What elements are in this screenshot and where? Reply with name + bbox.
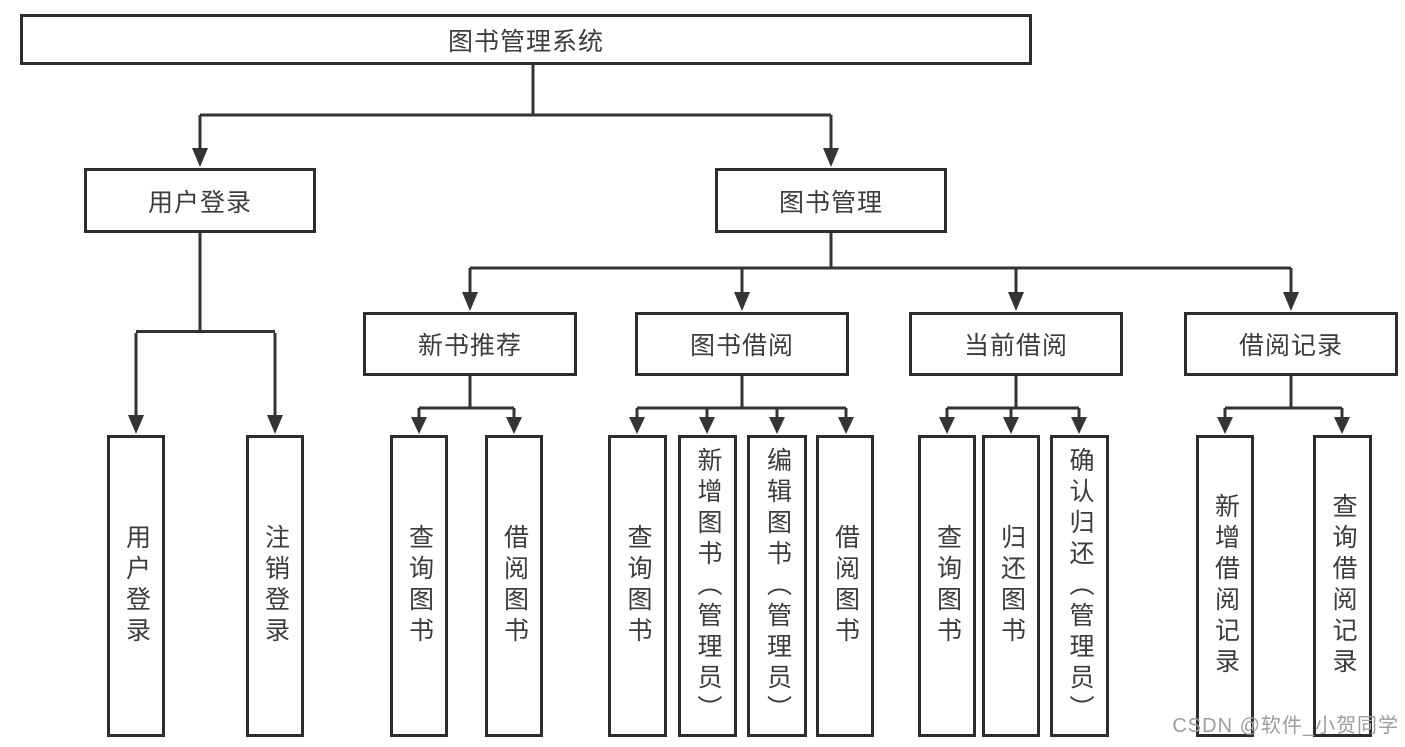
node-label: 借阅图书 xyxy=(831,524,860,648)
node-label: 编辑图书（管理员） xyxy=(763,446,792,726)
node-label: 当前借阅 xyxy=(963,332,1068,360)
leaf-bb-add-books-admin: 新增图书（管理员） xyxy=(678,435,737,737)
node-label: 借阅记录 xyxy=(1238,332,1343,360)
connector-current-borrow-children xyxy=(939,376,1087,434)
node-label: 新增图书（管理员） xyxy=(694,446,722,726)
arrowhead xyxy=(699,417,715,434)
node-borrow-records: 借阅记录 xyxy=(1184,312,1398,376)
leaf-logout: 注销登录 xyxy=(246,435,304,737)
connector-borrow-record-children xyxy=(1217,376,1350,434)
node-book-borrow: 图书借阅 xyxy=(635,312,849,376)
leaf-br-query-record: 查询借阅记录 xyxy=(1313,435,1372,737)
leaf-user-login: 用户登录 xyxy=(107,435,165,737)
csdn-watermark: CSDN @软件_小贺同学 xyxy=(1172,715,1399,737)
leaf-cb-query-books: 查询图书 xyxy=(918,435,976,737)
arrowhead xyxy=(838,417,854,434)
node-current-borrow: 当前借阅 xyxy=(909,312,1123,376)
leaf-cb-confirm-return-admin: 确认归还（管理员） xyxy=(1050,435,1109,737)
node-label: 用户登录 xyxy=(147,188,252,217)
arrowhead xyxy=(1008,292,1024,311)
arrowhead xyxy=(192,148,208,167)
arrowhead xyxy=(411,417,427,434)
node-label: 查询图书 xyxy=(933,524,962,648)
node-label: 查询借阅记录 xyxy=(1329,493,1357,679)
connector-book-management-modules xyxy=(462,233,1299,311)
arrowhead xyxy=(769,417,785,434)
node-label: 图书借阅 xyxy=(689,332,794,360)
arrowhead xyxy=(1071,417,1087,434)
node-label: 查询图书 xyxy=(624,524,652,648)
node-label: 用户登录 xyxy=(122,524,151,648)
connector-user-login-children xyxy=(128,233,283,434)
arrowhead xyxy=(462,292,478,311)
arrowhead xyxy=(629,417,645,434)
leaf-bb-borrow-books: 借阅图书 xyxy=(816,435,874,737)
connector-new-book-children xyxy=(411,376,522,434)
arrowhead xyxy=(128,415,144,434)
node-label: 新增借阅记录 xyxy=(1211,493,1240,679)
node-label: 归还图书 xyxy=(997,524,1026,648)
node-label: 查询图书 xyxy=(405,524,434,648)
node-label: 借阅图书 xyxy=(500,524,529,648)
leaf-bb-query-books: 查询图书 xyxy=(608,435,667,737)
arrowhead xyxy=(1334,417,1350,434)
arrowhead xyxy=(1283,292,1299,311)
arrowhead xyxy=(734,292,750,311)
node-label: 注销登录 xyxy=(261,524,290,648)
leaf-cb-return-books: 归还图书 xyxy=(982,435,1040,737)
node-new-book-recommend: 新书推荐 xyxy=(363,312,577,376)
node-label: 新书推荐 xyxy=(417,332,522,360)
node-label: 图书管理系统 xyxy=(447,27,604,56)
leaf-nbr-query-books: 查询图书 xyxy=(390,435,448,737)
node-label: 图书管理 xyxy=(778,188,883,217)
arrowhead xyxy=(939,417,955,434)
arrowhead xyxy=(267,415,283,434)
node-book-management: 图书管理 xyxy=(715,168,947,233)
node-root: 图书管理系统 xyxy=(20,14,1032,65)
leaf-nbr-borrow-books: 借阅图书 xyxy=(485,435,543,737)
arrowhead xyxy=(1003,417,1019,434)
arrowhead xyxy=(823,148,839,167)
leaf-br-add-record: 新增借阅记录 xyxy=(1196,435,1254,737)
node-user-login: 用户登录 xyxy=(84,168,316,233)
arrowhead xyxy=(506,417,522,434)
node-label: 确认归还（管理员） xyxy=(1066,446,1094,726)
connector-book-borrow-children xyxy=(629,376,854,434)
arrowhead xyxy=(1217,417,1233,434)
connector-root-to-level2 xyxy=(192,65,839,167)
leaf-bb-edit-books-admin: 编辑图书（管理员） xyxy=(747,435,807,737)
